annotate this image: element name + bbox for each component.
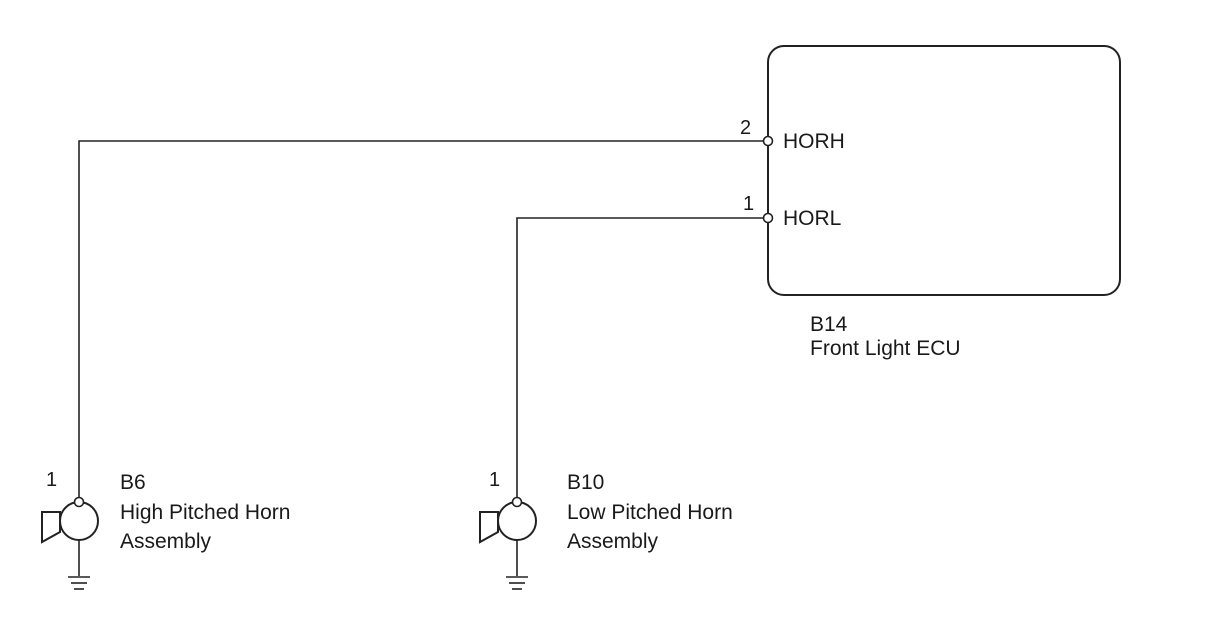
horn-b6-name-line1: High Pitched Horn bbox=[120, 501, 291, 524]
ecu-box bbox=[767, 45, 1121, 296]
wire-horl bbox=[516, 217, 764, 502]
ecu-code: B14 bbox=[810, 313, 848, 336]
ecu-terminal-horh bbox=[762, 135, 774, 147]
ecu-pin-number-horl: 1 bbox=[743, 193, 755, 215]
horn-b10-code: B10 bbox=[567, 471, 605, 494]
horn-b6-pin-number: 1 bbox=[46, 469, 58, 491]
wire-horh bbox=[78, 140, 764, 502]
ecu-name: Front Light ECU bbox=[810, 337, 961, 360]
ecu-terminal-horl bbox=[762, 212, 774, 224]
ecu-pin-name-horh: HORH bbox=[783, 130, 845, 153]
horn-b6-symbol bbox=[41, 496, 99, 590]
horn-b10-pin-number: 1 bbox=[489, 469, 501, 491]
ecu-pin-name-horl: HORL bbox=[783, 207, 842, 230]
ecu-pin-number-horh: 2 bbox=[740, 117, 752, 139]
horn-b6-code: B6 bbox=[120, 471, 146, 494]
horn-b10-name-line1: Low Pitched Horn bbox=[567, 501, 733, 524]
horn-b10-name-line2: Assembly bbox=[567, 530, 659, 553]
horn-b10-symbol bbox=[479, 496, 537, 590]
horn-b6-name-line2: Assembly bbox=[120, 530, 212, 553]
